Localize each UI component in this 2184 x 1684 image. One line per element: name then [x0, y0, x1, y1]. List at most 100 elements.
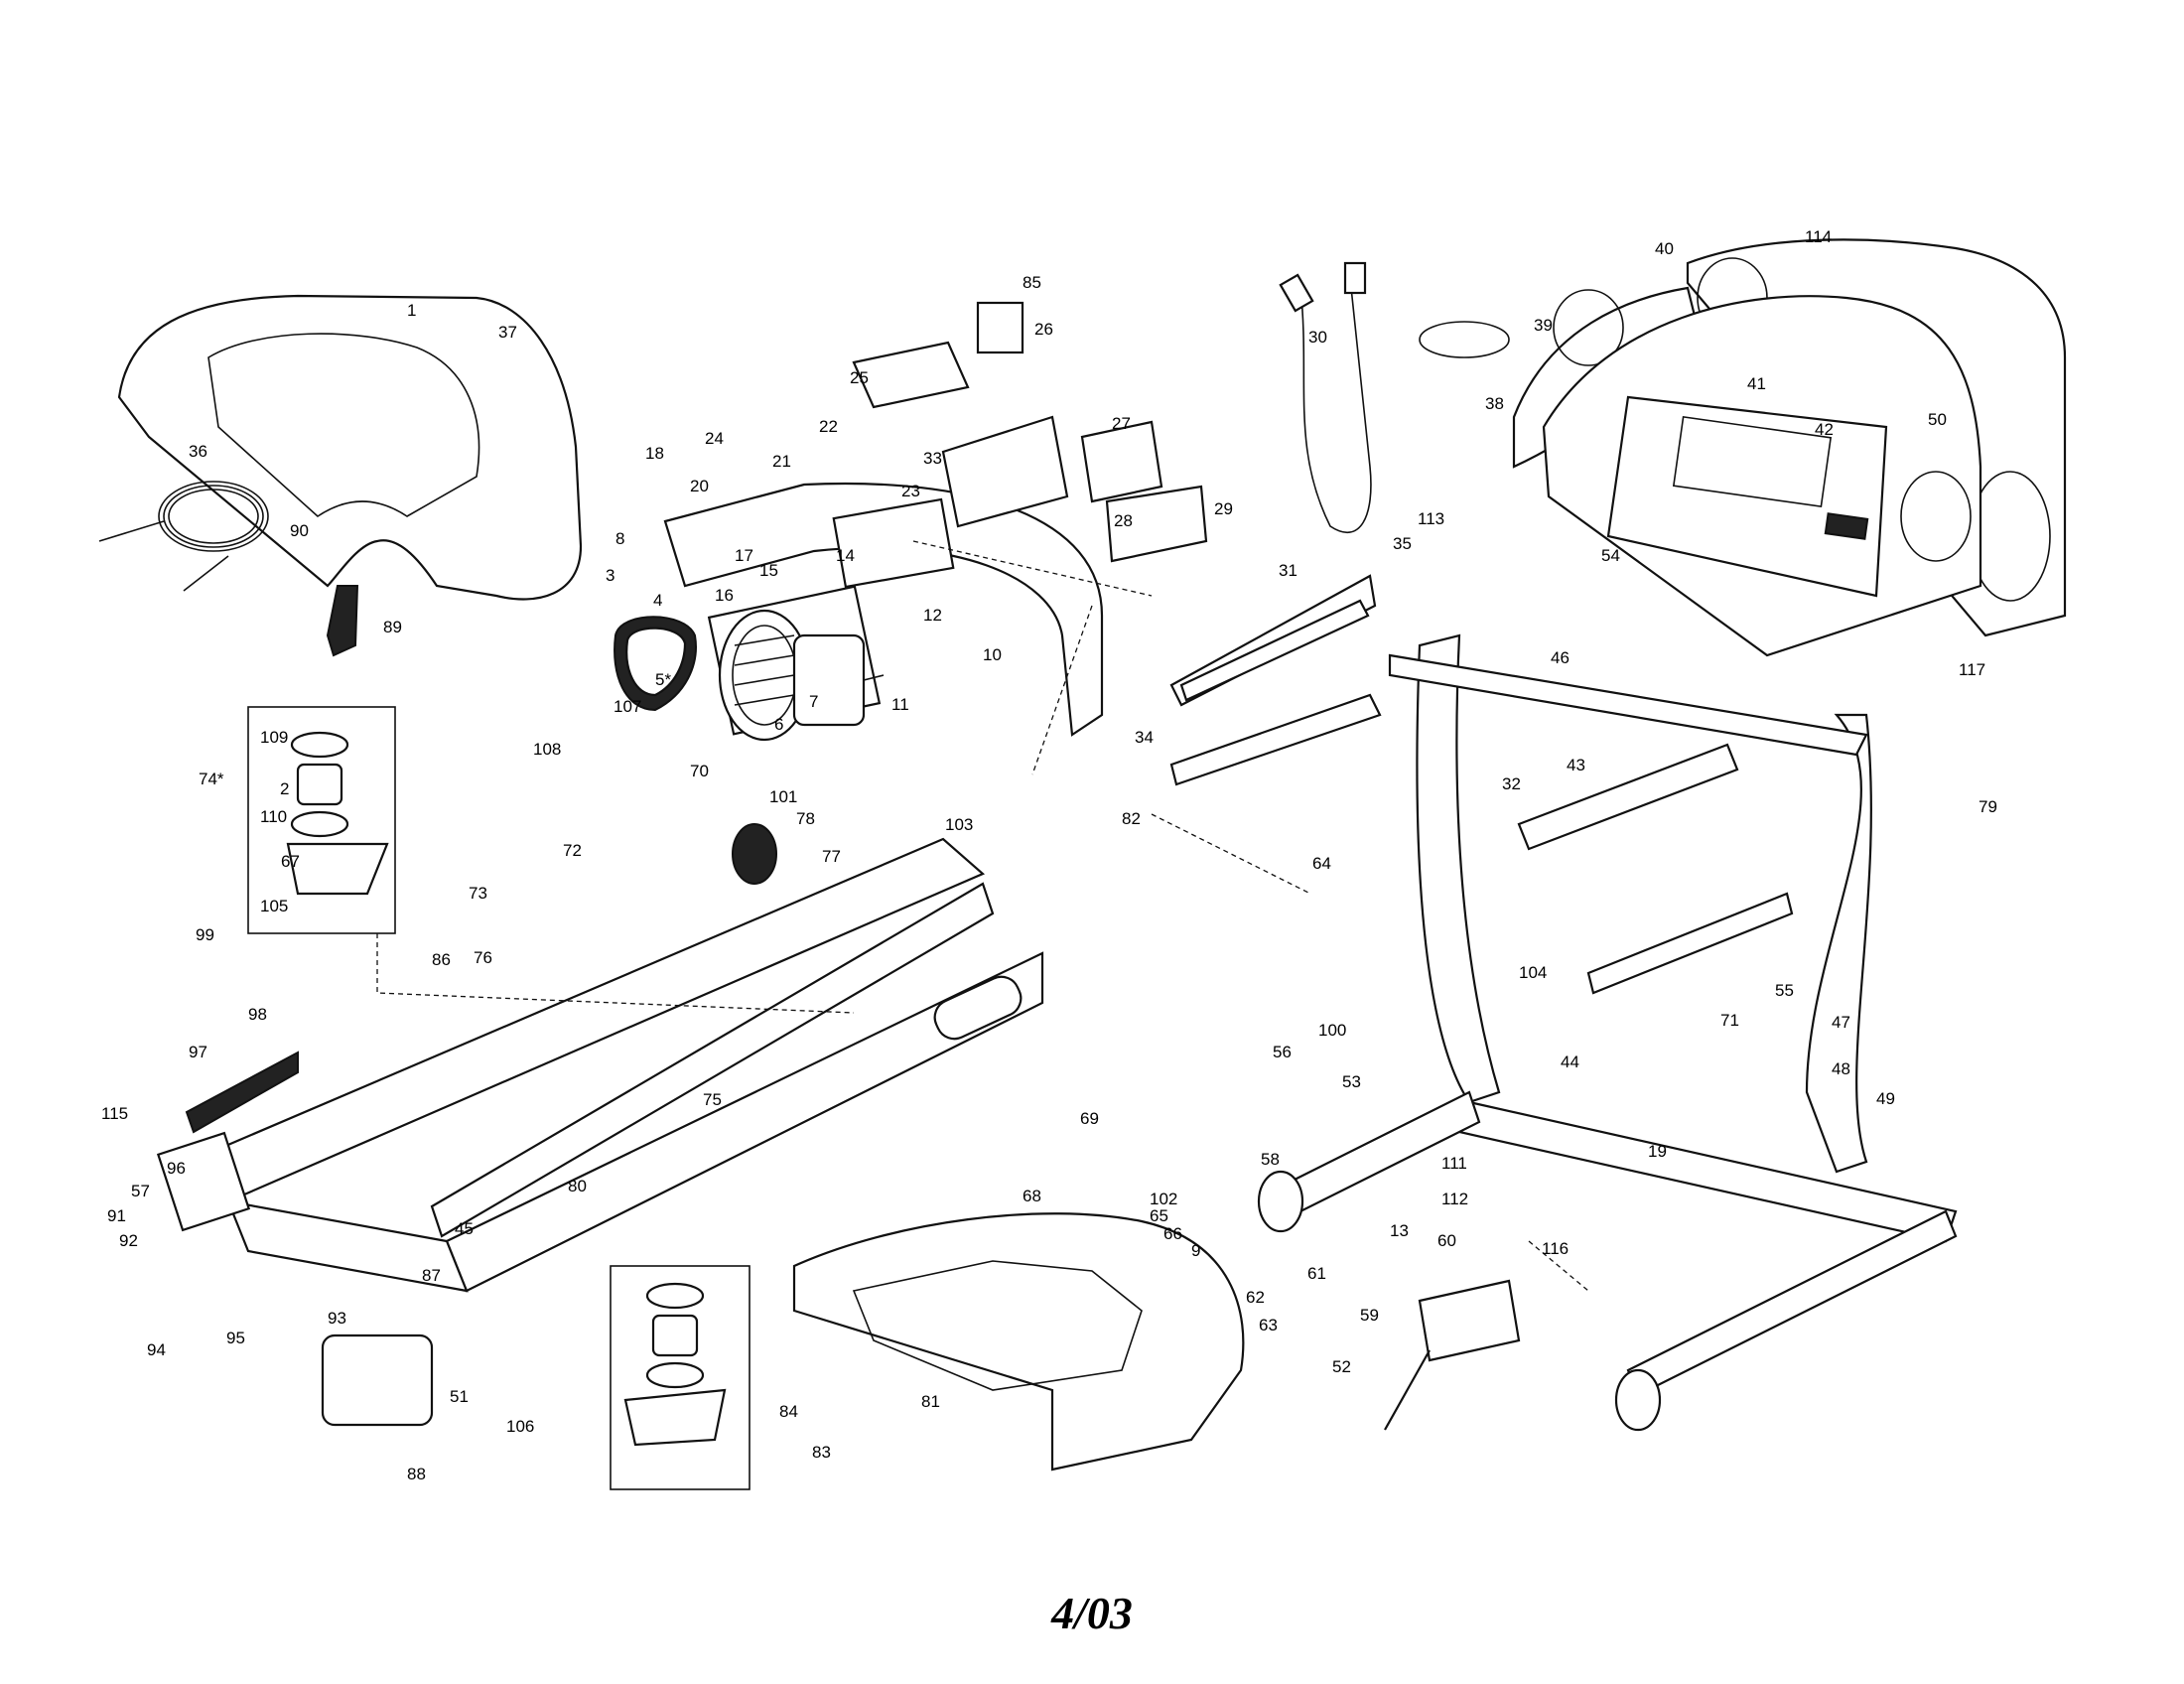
motor-hood	[117, 294, 583, 601]
callout-84: 84	[779, 1402, 798, 1421]
side-rail-76	[430, 882, 995, 1238]
callout-57: 57	[131, 1182, 150, 1200]
callout-50: 50	[1928, 410, 1947, 429]
callout-20: 20	[690, 477, 709, 495]
dashed-leader-5	[1031, 605, 1093, 775]
callout-6: 6	[774, 715, 783, 734]
base-cover-inner	[852, 1260, 1143, 1391]
belt-piece	[326, 585, 359, 657]
callout-82: 82	[1122, 809, 1141, 828]
callout-35: 35	[1393, 534, 1412, 553]
console-assembly	[1512, 238, 2067, 657]
callout-56: 56	[1273, 1043, 1292, 1061]
callout-85: 85	[1023, 273, 1041, 292]
callout-96: 96	[167, 1159, 186, 1178]
callout-102: 102	[1150, 1190, 1177, 1208]
callout-4: 4	[653, 591, 662, 610]
grip-pad-97	[185, 1051, 299, 1134]
callout-33: 33	[923, 449, 942, 468]
callout-109: 109	[260, 728, 288, 747]
callout-52: 52	[1332, 1357, 1351, 1376]
revision-date: 4/03	[1051, 1588, 1133, 1638]
cap-109-center	[645, 1282, 705, 1310]
callout-71: 71	[1720, 1011, 1739, 1030]
callout-79: 79	[1979, 797, 1997, 816]
end-cap-93	[321, 1333, 434, 1427]
callout-19: 19	[1648, 1142, 1667, 1161]
callout-81: 81	[921, 1392, 940, 1411]
callout-89: 89	[383, 618, 402, 636]
callout-69: 69	[1080, 1109, 1099, 1128]
callout-58: 58	[1261, 1150, 1280, 1169]
box-74-center	[610, 1265, 751, 1490]
wheel-right	[1614, 1368, 1662, 1432]
dashed-leader-1	[376, 933, 855, 1014]
callout-43: 43	[1567, 756, 1585, 774]
callout-74-star: 74*	[199, 770, 224, 788]
callout-25: 25	[850, 368, 869, 387]
callout-10: 10	[983, 645, 1002, 664]
callout-5-star: 5*	[655, 670, 671, 689]
callout-101: 101	[769, 787, 797, 806]
upright-left	[1416, 633, 1501, 1104]
callout-70: 70	[690, 762, 709, 780]
callout-88: 88	[407, 1465, 426, 1483]
callout-105: 105	[260, 897, 288, 915]
callout-59: 59	[1360, 1306, 1379, 1325]
callout-21: 21	[772, 452, 791, 471]
callout-91: 91	[107, 1206, 126, 1225]
handrail-grip-31	[1179, 599, 1370, 702]
callout-115: 115	[101, 1104, 128, 1123]
callout-32: 32	[1502, 774, 1521, 793]
callout-24: 24	[705, 429, 724, 448]
bracket-67-left	[286, 842, 389, 896]
callout-106: 106	[506, 1417, 534, 1436]
dashed-leader-4	[1528, 1240, 1589, 1292]
incline-motor	[1418, 1279, 1521, 1362]
end-cap-96	[156, 1131, 251, 1232]
callout-30: 30	[1308, 328, 1327, 347]
handrail-82	[1169, 693, 1382, 786]
callout-97: 97	[189, 1043, 207, 1061]
callout-36: 36	[189, 442, 207, 461]
connector-30b	[1343, 261, 1367, 295]
callout-23: 23	[901, 482, 920, 500]
callout-9: 9	[1191, 1241, 1200, 1260]
callout-76: 76	[474, 948, 492, 967]
callout-111: 111	[1441, 1154, 1467, 1173]
incline-shaft	[1384, 1349, 1431, 1431]
deck-front	[226, 1199, 469, 1293]
callout-73: 73	[469, 884, 487, 903]
callout-55: 55	[1775, 981, 1794, 1000]
callout-38: 38	[1485, 394, 1504, 413]
callout-114: 114	[1805, 227, 1832, 246]
base-frame-rear	[1626, 1209, 1958, 1397]
upright-right	[1805, 713, 1872, 1174]
callout-107: 107	[614, 697, 641, 716]
callout-95: 95	[226, 1329, 245, 1347]
callout-11: 11	[891, 695, 909, 714]
box-74-left	[247, 706, 396, 934]
callout-90: 90	[290, 521, 309, 540]
dashed-leader-3	[1151, 813, 1311, 895]
callout-113: 113	[1418, 509, 1444, 528]
motor-bracket	[832, 497, 955, 589]
bracket-29	[1105, 485, 1208, 563]
callout-54: 54	[1601, 546, 1620, 565]
callout-104: 104	[1519, 963, 1547, 982]
plate-27	[1080, 420, 1163, 503]
foot-2-center	[651, 1314, 699, 1357]
callout-64: 64	[1312, 854, 1331, 873]
callout-83: 83	[812, 1443, 831, 1462]
callout-2: 2	[280, 779, 289, 798]
callout-39: 39	[1534, 316, 1553, 335]
handrail-104	[1586, 892, 1794, 995]
callout-117: 117	[1959, 660, 1985, 679]
callout-13: 13	[1390, 1221, 1409, 1240]
callout-40: 40	[1655, 239, 1674, 258]
callout-66: 66	[1163, 1224, 1182, 1243]
callout-67: 67	[281, 852, 300, 871]
callout-62: 62	[1246, 1288, 1265, 1307]
callout-78: 78	[796, 809, 815, 828]
